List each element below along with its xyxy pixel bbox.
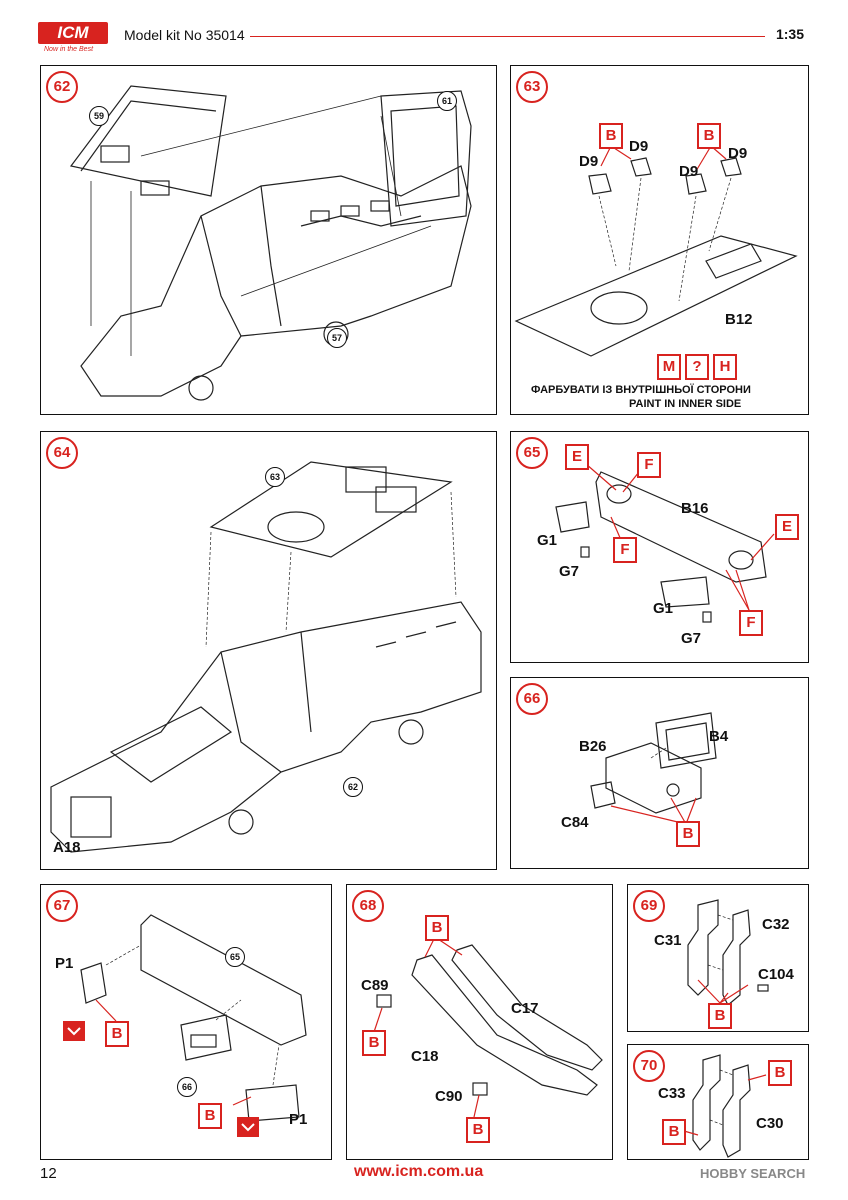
- scale-label: 1:35: [775, 26, 804, 42]
- step-65-part-g7-a: G7: [559, 563, 580, 580]
- logo-tagline: Now in the Best: [44, 46, 94, 53]
- step-63-label-d9-4: D9: [728, 145, 748, 162]
- step-68-part-c17: C17: [511, 1000, 539, 1017]
- step-67-part-p1-bottom: P1: [289, 1111, 308, 1128]
- step-68-part-c18: C18: [411, 1048, 439, 1065]
- step-63-panel: 63 B B D9 D9 D9 D9 B12 M ? H ФАРБУВАТИ І…: [510, 65, 809, 415]
- step-65-part-g1-b: G1: [653, 600, 674, 617]
- step-67-ref-65: 65: [225, 947, 245, 967]
- step-68-panel: 68 B C89 C17 B C18 C90 B: [346, 884, 613, 1160]
- logo-text: ICM: [38, 22, 108, 44]
- step-70-part-c30: C30: [756, 1115, 784, 1132]
- step-63-paint-question: ?: [685, 354, 709, 380]
- step-69-part-c32: C32: [762, 916, 790, 933]
- step-65-paint-f-right: F: [739, 610, 763, 636]
- step-64-drawing: [50, 461, 482, 853]
- step-65-part-g7-b: G7: [681, 630, 702, 647]
- step-65-paint-f-mid: F: [613, 537, 637, 563]
- step-63-part-b12: B12: [725, 311, 753, 328]
- step-63-label-d9-2: D9: [629, 138, 649, 155]
- step-70-paint-b-top: B: [768, 1060, 792, 1086]
- step-62-number: 62: [46, 71, 78, 103]
- step-66-number: 66: [516, 683, 548, 715]
- step-62-ref-59: 59: [89, 106, 109, 126]
- step-63-drawing: [514, 145, 798, 357]
- step-63-paint-m: M: [657, 354, 681, 380]
- step-64-ref-62: 62: [343, 777, 363, 797]
- step-69-panel: 69 C31 C32 C104 B: [627, 884, 809, 1032]
- page-number: 12: [40, 1165, 57, 1182]
- step-70-paint-b-bottom: B: [662, 1119, 686, 1145]
- step-69-part-c104: C104: [758, 966, 794, 983]
- step-68-paint-b-top: B: [425, 915, 449, 941]
- step-65-paint-f-top: F: [637, 452, 661, 478]
- step-65-paint-e-left: E: [565, 444, 589, 470]
- watermark: HOBBY SEARCH: [700, 1166, 806, 1181]
- step-67-paint-b-bottom: B: [198, 1103, 222, 1129]
- step-63-label-d9-1: D9: [579, 153, 599, 170]
- step-65-drawing: [555, 463, 775, 623]
- step-62-ref-61: 61: [437, 91, 457, 111]
- step-66-paint-b: B: [676, 821, 700, 847]
- step-69-paint-b: B: [708, 1003, 732, 1029]
- step-68-part-c90: C90: [435, 1088, 463, 1105]
- step-70-part-c33: C33: [658, 1085, 686, 1102]
- step-69-drawing: [687, 899, 769, 1006]
- step-63-number: 63: [516, 71, 548, 103]
- step-68-paint-b-left: B: [362, 1030, 386, 1056]
- step-65-panel: 65 E F B16 G1 F G7 E G1 F G7: [510, 431, 809, 663]
- step-66-part-c84: C84: [561, 814, 589, 831]
- step-67-number: 67: [46, 890, 78, 922]
- step-67-panel: 67 P1 65 B 66 B P1: [40, 884, 332, 1160]
- step-65-paint-e-right: E: [775, 514, 799, 540]
- step-64-panel: 64 63 62 A18: [40, 431, 497, 870]
- step-62-panel: 62 59 61 57: [40, 65, 497, 415]
- step-70-number: 70: [633, 1050, 665, 1082]
- step-67-drawing: [63, 914, 307, 1137]
- step-70-panel: 70 B C33 C30 B: [627, 1044, 809, 1160]
- website-link[interactable]: www.icm.com.ua: [354, 1163, 484, 1180]
- step-65-part-g1-a: G1: [537, 532, 558, 549]
- step-69-number: 69: [633, 890, 665, 922]
- step-70-drawing: [683, 1054, 767, 1158]
- step-64-ref-63: 63: [265, 467, 285, 487]
- step-64-number: 64: [46, 437, 78, 469]
- step-63-paint-b-right: B: [697, 123, 721, 149]
- step-67-part-p1-top: P1: [55, 955, 74, 972]
- header-rule: [250, 36, 765, 37]
- step-62-ref-57: 57: [327, 328, 347, 348]
- step-66-panel: 66 B26 B4 C84 B: [510, 677, 809, 869]
- step-68-paint-b-bottom: B: [466, 1117, 490, 1143]
- step-68-number: 68: [352, 890, 384, 922]
- kit-title: Model kit No 35014: [124, 27, 245, 43]
- step-67-ref-66: 66: [177, 1077, 197, 1097]
- step-69-part-c31: C31: [654, 932, 682, 949]
- icm-logo: ICM Now in the Best: [38, 22, 118, 56]
- step-65-part-b16: B16: [681, 500, 709, 517]
- step-65-number: 65: [516, 437, 548, 469]
- step-62-drawing: [69, 85, 472, 401]
- step-63-paint-b-left: B: [599, 123, 623, 149]
- step-66-part-b26: B26: [579, 738, 607, 755]
- step-66-drawing: [590, 712, 717, 825]
- step-63-label-d9-3: D9: [679, 163, 699, 180]
- step-63-note-ua: ФАРБУВАТИ ІЗ ВНУТРІШНЬОЇ СТОРОНИ: [531, 384, 751, 396]
- step-68-part-c89: C89: [361, 977, 389, 994]
- step-67-paint-b-top: B: [105, 1021, 129, 1047]
- step-63-note-en: PAINT IN INNER SIDE: [629, 398, 742, 410]
- step-64-part-a18: A18: [53, 839, 81, 856]
- step-66-part-b4: B4: [709, 728, 729, 745]
- step-63-paint-h: H: [713, 354, 737, 380]
